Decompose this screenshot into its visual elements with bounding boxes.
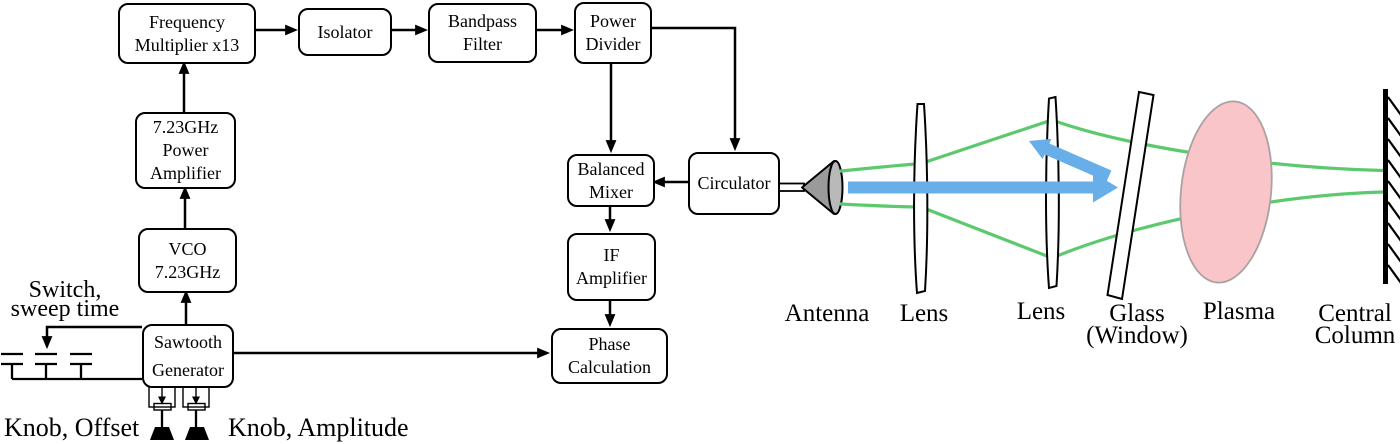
block-label: Frequency bbox=[149, 11, 225, 32]
switch-contact-2 bbox=[35, 352, 57, 379]
block-vco: VCO 7.23GHz bbox=[138, 228, 237, 293]
block-label: Circulator bbox=[697, 173, 771, 193]
lens-1 bbox=[913, 103, 929, 295]
arrow-powerdivider-to-circulator bbox=[648, 26, 741, 152]
block-label: 7.23GHz bbox=[154, 261, 221, 282]
block-label: 7.23GHz bbox=[152, 117, 219, 137]
block-isolator: Isolator bbox=[298, 8, 392, 56]
knob-offset bbox=[150, 427, 174, 440]
pot-amplitude bbox=[182, 385, 210, 428]
horn-mouth bbox=[827, 160, 844, 215]
knob-amplitude-label: Knob, Amplitude bbox=[228, 413, 409, 442]
block-label: Isolator bbox=[317, 21, 373, 42]
switch-contact-1 bbox=[1, 352, 23, 379]
block-bandpass-filter: Bandpass Filter bbox=[428, 3, 537, 63]
central-column-label: Central Column bbox=[1314, 300, 1396, 349]
block-label: Balanced bbox=[577, 158, 645, 179]
block-sawtooth-generator: Sawtooth Generator bbox=[142, 324, 234, 388]
waveguide bbox=[775, 182, 805, 192]
knob-offset-label: Knob, Offset bbox=[4, 413, 140, 442]
block-if-amplifier: IF Amplifier bbox=[567, 233, 656, 301]
block-power-amplifier: 7.23GHz Power Amplifier bbox=[135, 112, 236, 189]
block-balanced-mixer: Balanced Mixer bbox=[567, 154, 655, 207]
beam-reflected-arrow bbox=[1029, 138, 1112, 182]
block-power-divider: Power Divider bbox=[574, 2, 652, 64]
block-label: Generator bbox=[152, 360, 224, 380]
plasma-ellipse bbox=[1179, 100, 1273, 284]
block-phase-calculation: Phase Calculation bbox=[551, 328, 668, 384]
block-label: Bandpass bbox=[448, 11, 517, 31]
pot-offset bbox=[148, 385, 176, 428]
block-label: Sawtooth bbox=[153, 332, 222, 352]
block-circulator: Circulator bbox=[688, 152, 780, 215]
block-label: Amplifier bbox=[150, 163, 221, 183]
block-frequency-multiplier: Frequency Multiplier x13 bbox=[118, 3, 256, 64]
glass-window bbox=[1106, 90, 1155, 301]
glass-window-label: Glass (Window) bbox=[1086, 300, 1188, 349]
block-label: Phase bbox=[588, 334, 631, 354]
beam-envelope-bottom bbox=[839, 190, 1385, 260]
lens1-label: Lens bbox=[899, 300, 949, 327]
block-label: IF bbox=[603, 245, 620, 265]
knob-amplitude bbox=[185, 427, 209, 440]
plasma-label: Plasma bbox=[1202, 298, 1276, 325]
beam-envelope-top bbox=[839, 118, 1385, 173]
beam-forward-arrow bbox=[848, 172, 1118, 203]
block-label: Multiplier x13 bbox=[134, 34, 240, 55]
block-label: Mixer bbox=[589, 181, 633, 202]
block-label: Power bbox=[162, 140, 209, 160]
block-label: Power bbox=[590, 11, 636, 31]
block-label: Amplifier bbox=[576, 268, 647, 288]
arrow-sawtooth-to-switch bbox=[41, 325, 142, 350]
switch-sweep-time-label: Switch, sweep time bbox=[10, 277, 120, 322]
block-label: VCO bbox=[168, 238, 207, 259]
lens2-label: Lens bbox=[1016, 298, 1066, 325]
antenna-label: Antenna bbox=[784, 300, 870, 327]
block-label: Divider bbox=[585, 34, 641, 54]
central-column-hatch bbox=[1387, 96, 1400, 284]
block-label: Calculation bbox=[568, 357, 651, 377]
block-label: Filter bbox=[463, 34, 502, 54]
switch-contact-3 bbox=[70, 352, 92, 379]
